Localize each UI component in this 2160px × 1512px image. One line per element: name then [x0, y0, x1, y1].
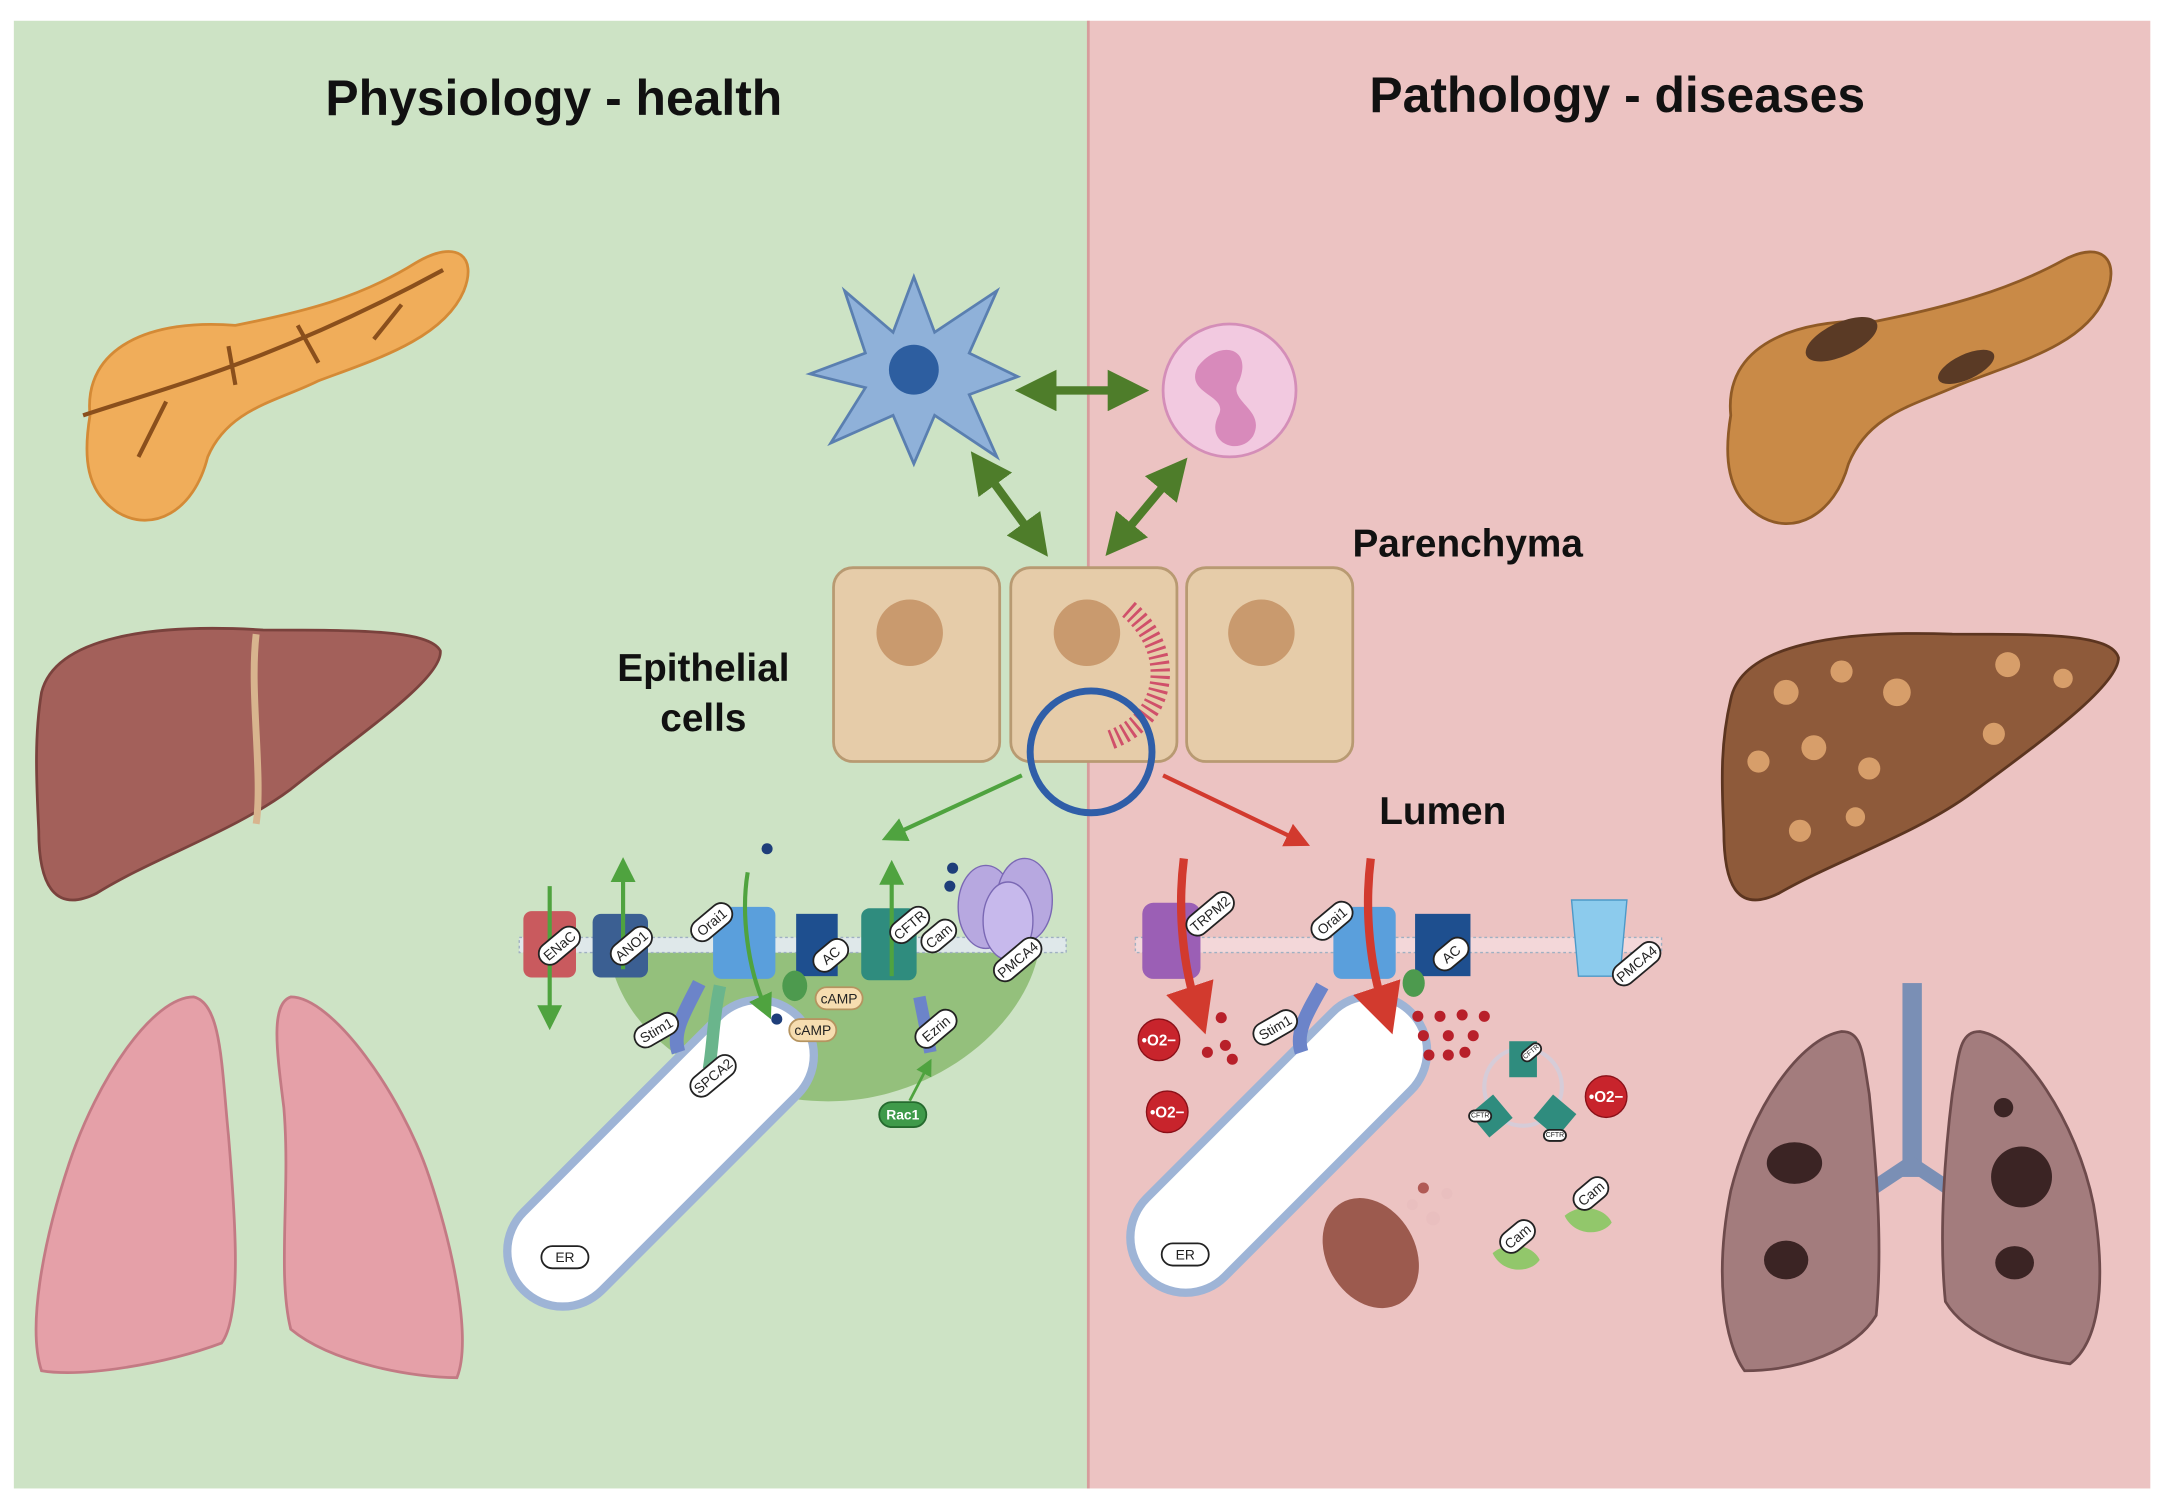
focus-circle	[1026, 687, 1156, 817]
label-cftr-2: CFTR	[1468, 1109, 1493, 1123]
er-health-icon	[503, 995, 819, 1311]
liver-healthy-icon	[35, 627, 442, 902]
svg-text:ER: ER	[1176, 1246, 1195, 1262]
label-cftr-1: CFTR	[1520, 1042, 1543, 1063]
dc-epithelium-arrow	[970, 451, 1048, 557]
pancreas-healthy-icon	[82, 250, 470, 522]
label-er-health: ER	[540, 1245, 590, 1270]
parenchyma-label: Parenchyma	[1352, 523, 1583, 566]
label-rac1: Rac1	[878, 1101, 928, 1128]
svg-text:cAMP: cAMP	[794, 1022, 831, 1038]
liver-cirrhotic-icon	[1720, 632, 2120, 902]
superoxide-label-3: •O2−	[1589, 1089, 1624, 1106]
label-camp-2: cAMP	[788, 1018, 838, 1043]
label-cftr-3: CFTR	[1542, 1128, 1567, 1142]
epithelial-label-2: cells	[660, 697, 746, 740]
er-disease-icon	[1126, 991, 1432, 1297]
lungs-healthy-icon	[34, 995, 464, 1380]
svg-text:Rac1: Rac1	[886, 1107, 919, 1123]
epithelial-cells-icon	[832, 566, 1355, 763]
label-ac-health: AC	[812, 938, 850, 973]
label-ac-disease: AC	[1432, 936, 1470, 972]
health-title: Physiology - health	[325, 70, 782, 126]
superoxide-label-2: •O2−	[1150, 1104, 1185, 1121]
pancreas-diseased-icon	[1726, 250, 2113, 526]
lumen-label: Lumen	[1379, 790, 1506, 833]
epithelial-label-1: Epithelial	[617, 647, 789, 690]
pmca4-icon	[957, 857, 1053, 961]
label-camp-1: cAMP	[814, 986, 864, 1011]
dendritic-cell-icon	[805, 272, 1022, 468]
neutrophil-icon	[1161, 322, 1298, 459]
disease-zoom-arrow	[1162, 773, 1311, 847]
svg-text:CFTR: CFTR	[1471, 1113, 1489, 1120]
lungs-diseased-icon	[1720, 983, 2102, 1373]
disease-title: Pathology - diseases	[1369, 67, 1865, 123]
disease-mechanism: •O2− •O2− •O2−	[1126, 857, 1663, 1309]
label-er-disease: ER	[1160, 1242, 1210, 1267]
svg-text:cAMP: cAMP	[821, 990, 858, 1006]
svg-text:CFTR: CFTR	[1546, 1132, 1564, 1139]
health-zoom-arrow	[881, 773, 1023, 842]
superoxide-icons: •O2− •O2− •O2−	[1137, 1018, 1628, 1134]
svg-text:ER: ER	[555, 1249, 574, 1265]
neutrophil-epithelium-arrow	[1105, 457, 1188, 556]
mitochondrion-damaged-icon	[1322, 1182, 1453, 1309]
superoxide-label-1: •O2−	[1142, 1032, 1177, 1049]
